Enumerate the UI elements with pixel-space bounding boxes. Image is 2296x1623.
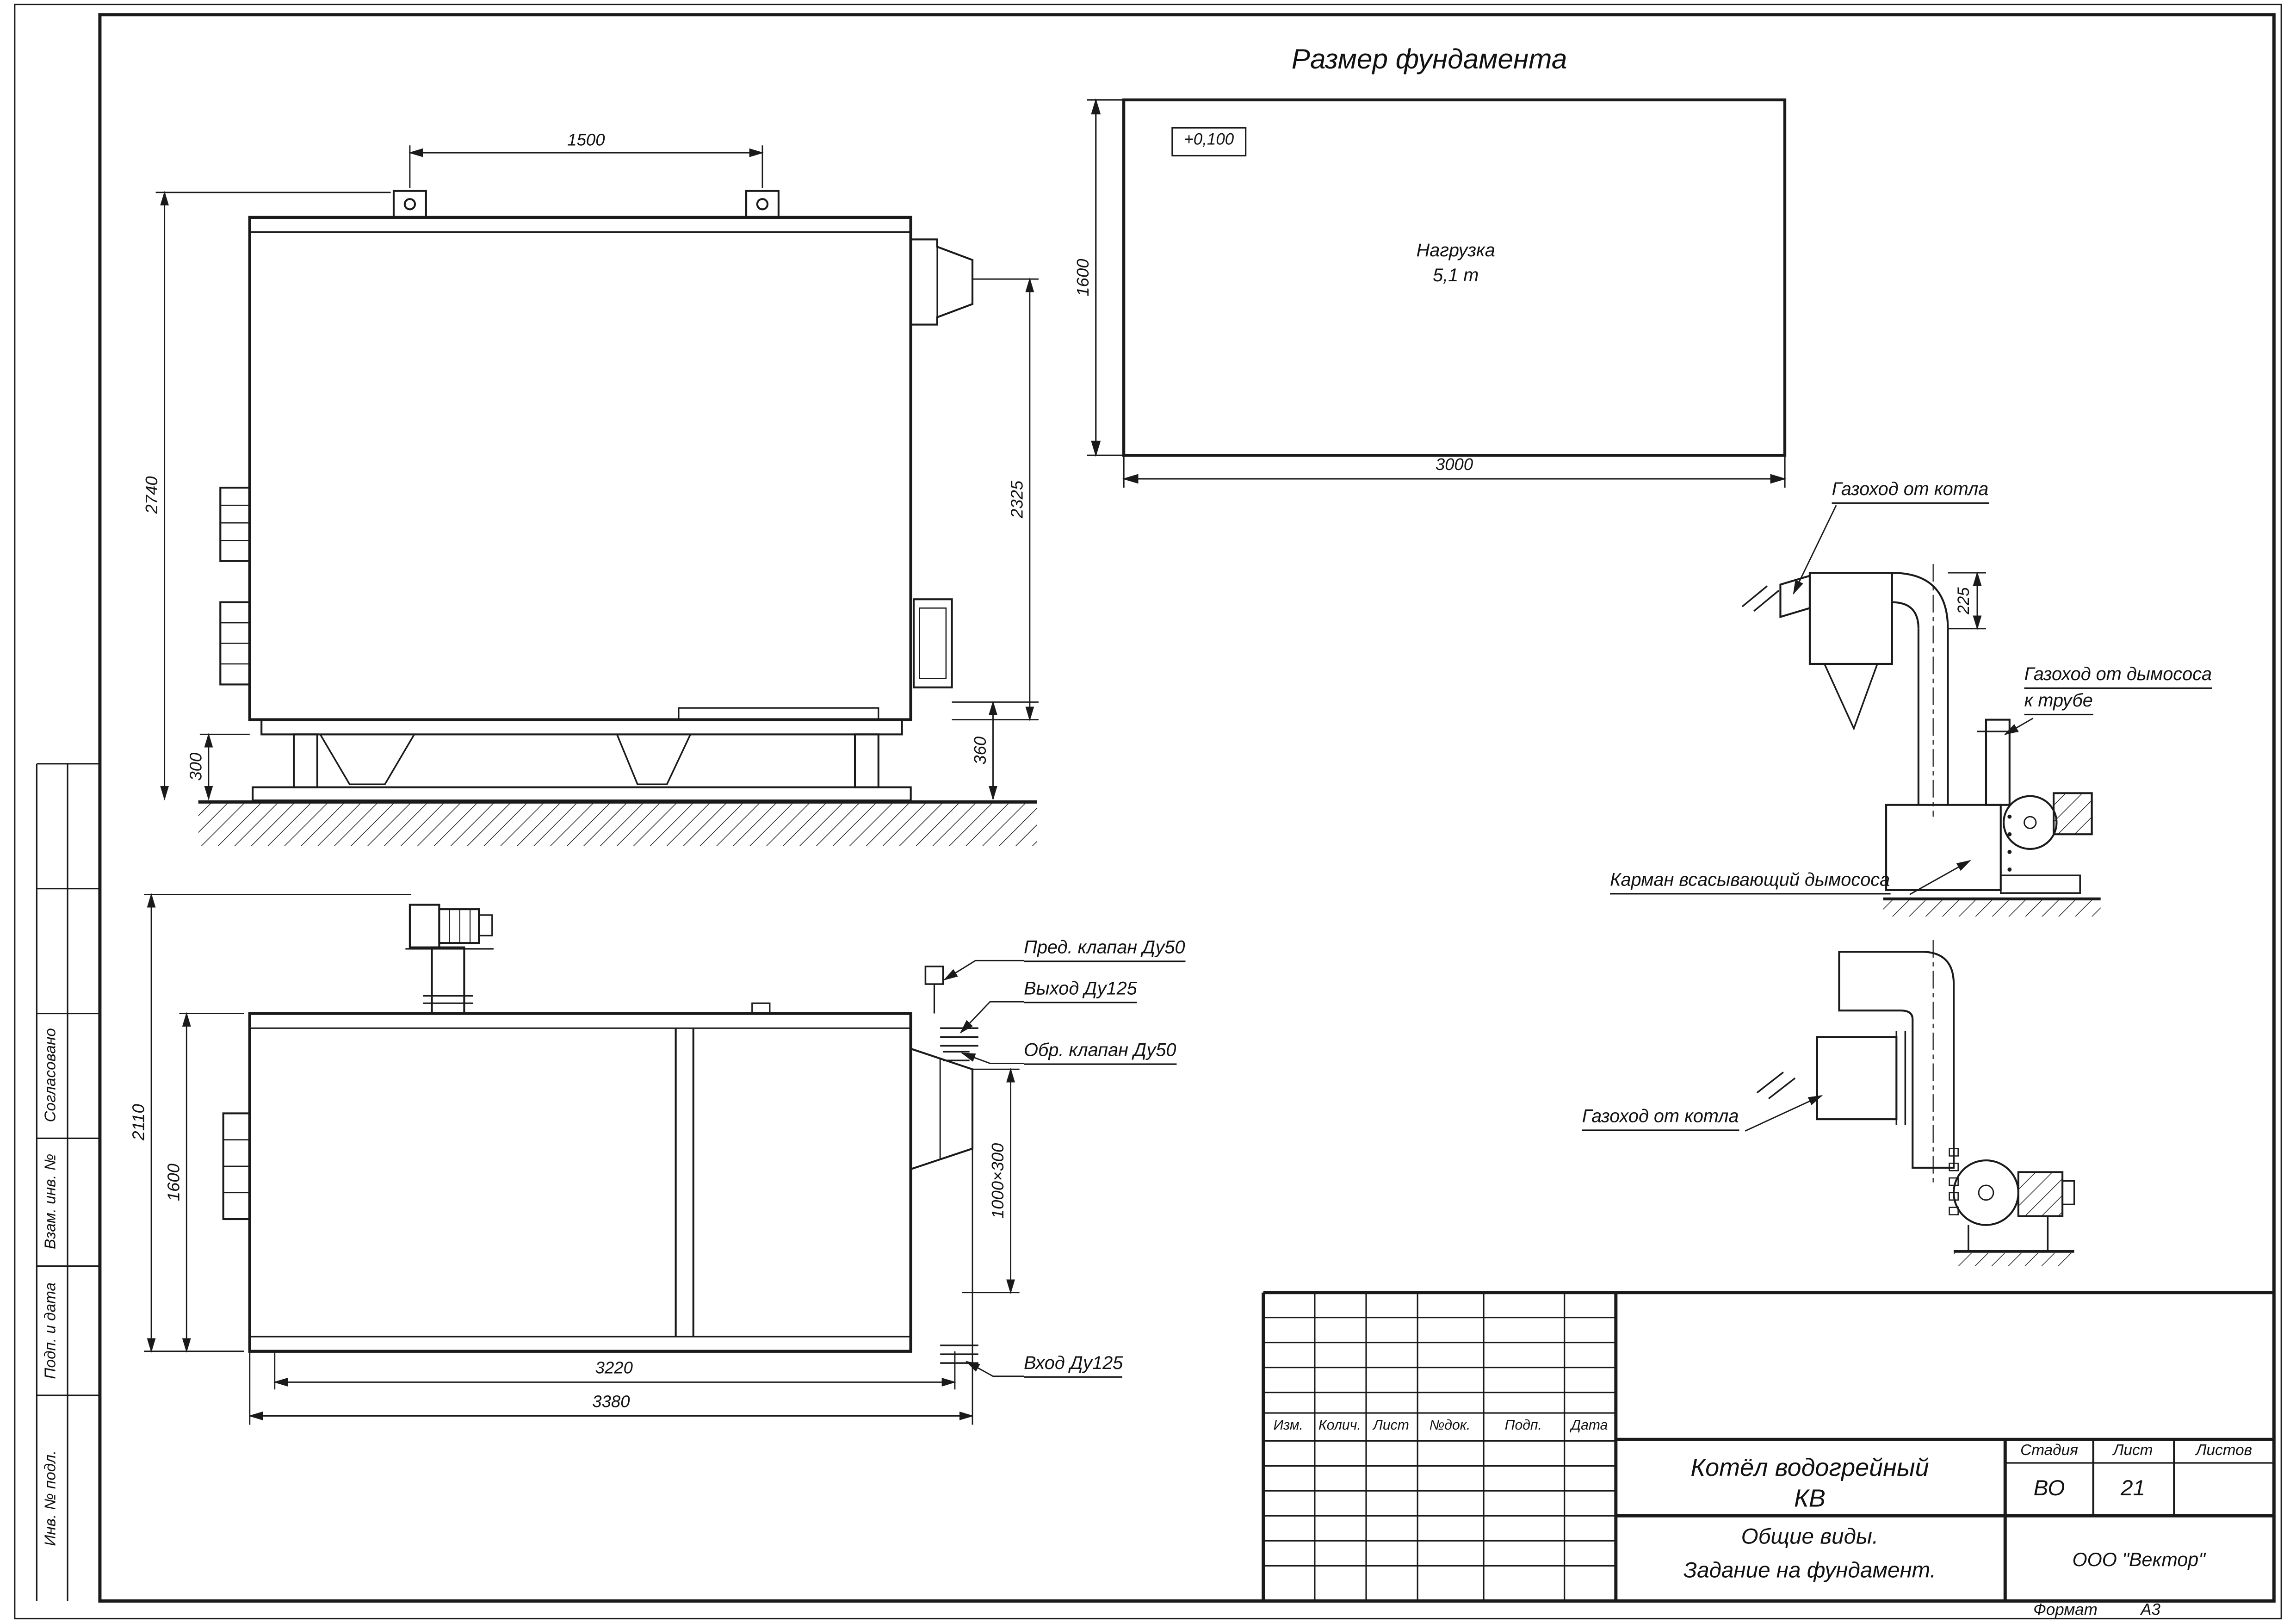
plan-dim-length-overall: 3380 bbox=[592, 1394, 630, 1412]
tb-doc-name-2: КВ bbox=[1794, 1485, 1826, 1513]
foundation-dim-width: 3000 bbox=[1435, 457, 1473, 475]
label-inlet: Вход Ду125 bbox=[1024, 1353, 1123, 1378]
plan-view-lines bbox=[222, 904, 978, 1364]
flue-upper-dims bbox=[1793, 505, 2034, 895]
tb-stage-label: Стадия bbox=[2020, 1442, 2078, 1460]
tb-sheet-value: 21 bbox=[2121, 1476, 2146, 1501]
strip-replace-inv: Взам. инв. № bbox=[42, 1153, 60, 1250]
tb-sheet-label: Лист bbox=[2113, 1442, 2153, 1460]
flue-upper-lines bbox=[1741, 564, 2101, 917]
tb-col-izm: Изм. bbox=[1273, 1418, 1303, 1434]
tb-col-kolich: Колич. bbox=[1318, 1418, 1361, 1434]
label-boiler-flue-lower: Газоход от котла bbox=[1582, 1106, 1739, 1131]
plan-view-dimensions bbox=[144, 893, 1020, 1425]
plan-dim-length-body: 3220 bbox=[595, 1360, 633, 1378]
strip-inv-orig: Инв. № подл. bbox=[42, 1450, 60, 1546]
tb-col-data: Дата bbox=[1571, 1418, 1608, 1434]
tb-col-list: Лист bbox=[1373, 1418, 1409, 1434]
plan-dim-flue-opening: 1000×300 bbox=[990, 1143, 1008, 1219]
side-view-dimensions bbox=[155, 145, 1039, 801]
tb-subtitle-1: Общие виды. bbox=[1741, 1524, 1879, 1550]
label-safety-valve: Пред. клапан Ду50 bbox=[1024, 937, 1185, 962]
sheet-frame bbox=[14, 3, 2282, 1620]
label-outlet: Выход Ду125 bbox=[1024, 978, 1137, 1004]
foundation-title: Размер фундамента bbox=[1291, 45, 1567, 76]
tb-stage-value: ВО bbox=[2033, 1476, 2065, 1501]
label-exhauster-flue-2: к трубе bbox=[2024, 690, 2093, 716]
dim-frame-height: 300 bbox=[188, 752, 206, 781]
flue-lower-leaders bbox=[1745, 1095, 1823, 1132]
strip-sign-date: Подп. и дата bbox=[42, 1282, 60, 1379]
side-view-lines bbox=[198, 190, 1037, 846]
format-value: А3 bbox=[2141, 1601, 2161, 1619]
plan-view-leaders bbox=[943, 960, 1024, 1377]
dim-lug-spacing: 1500 bbox=[567, 132, 605, 150]
foundation-dim-depth: 1600 bbox=[1075, 259, 1093, 297]
dim-height-flue: 2325 bbox=[1009, 480, 1027, 519]
strip-agreed: Согласовано bbox=[42, 1028, 60, 1122]
label-boiler-flue-upper: Газоход от котла bbox=[1832, 479, 1989, 504]
load-label: Нагрузка bbox=[1416, 240, 1495, 261]
tb-company: ООО "Вектор" bbox=[2072, 1548, 2205, 1571]
flue-lower-lines bbox=[1756, 940, 2075, 1266]
tb-sheets-label: Листов bbox=[2196, 1442, 2253, 1460]
foundation-plan-lines bbox=[1087, 98, 1787, 488]
title-block-lines bbox=[1262, 1291, 2274, 1601]
tb-col-ndok: №док. bbox=[1429, 1418, 1471, 1434]
tb-doc-name-1: Котёл водогрейный bbox=[1690, 1454, 1929, 1482]
tb-subtitle-2: Задание на фундамент. bbox=[1683, 1558, 1937, 1584]
tb-col-podp: Подп. bbox=[1504, 1418, 1542, 1434]
dim-base-height: 360 bbox=[972, 736, 990, 765]
load-value: 5,1 т bbox=[1433, 265, 1479, 286]
plan-dim-height-overall: 2110 bbox=[130, 1104, 149, 1140]
dim-height-overall: 2740 bbox=[144, 476, 162, 514]
label-exhauster-flue-1: Газоход от дымососа bbox=[2024, 664, 2212, 689]
elevation-mark: +0,100 bbox=[1184, 131, 1234, 149]
dim-flue-offset: 225 bbox=[1956, 587, 1974, 614]
format-label: Формат bbox=[2033, 1601, 2098, 1619]
label-suction-pocket: Карман всасывающий дымососа bbox=[1610, 869, 1890, 895]
label-check-valve: Обр. клапан Ду50 bbox=[1024, 1040, 1176, 1065]
plan-dim-width-body: 1600 bbox=[166, 1164, 184, 1202]
